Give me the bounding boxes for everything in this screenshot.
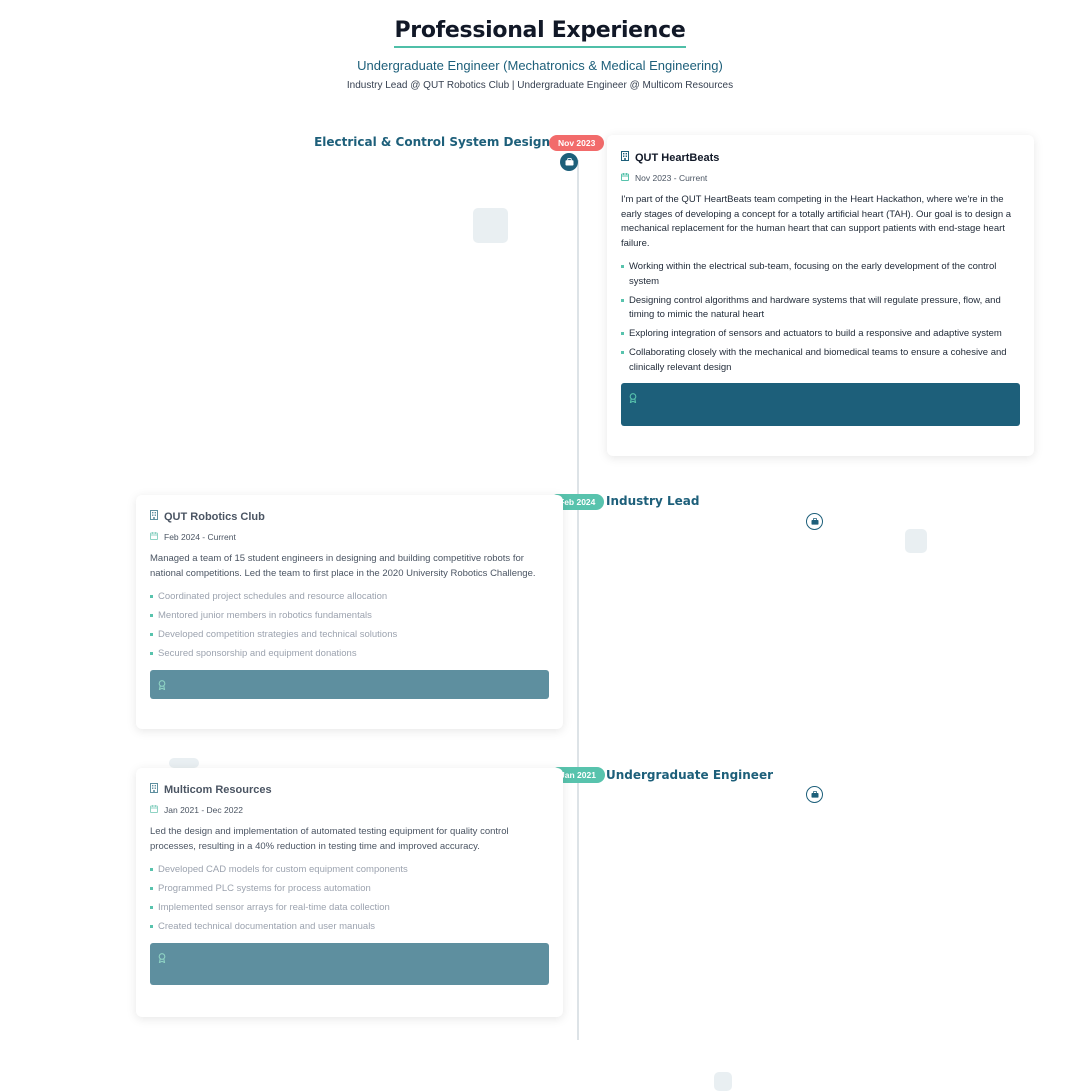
award-icon xyxy=(629,390,637,407)
timeline-date-badge: Nov 2023 xyxy=(549,135,605,151)
page-subtitle: Undergraduate Engineer (Mechatronics & M… xyxy=(357,58,723,73)
list-item: Working within the electrical sub-team, … xyxy=(621,260,1020,289)
timeline-line xyxy=(577,160,579,1040)
decorative-placeholder xyxy=(169,758,199,768)
card-footer xyxy=(150,942,549,985)
card-footer xyxy=(621,383,1020,426)
building-icon xyxy=(150,783,158,796)
card-dates: Jan 2021 - Dec 2022 xyxy=(150,805,549,815)
achievement-list: Coordinated project schedules and resour… xyxy=(150,590,549,662)
timeline-date-badge: Jan 2021 xyxy=(551,767,605,783)
card-description: Managed a team of 15 student engineers i… xyxy=(150,553,536,579)
calendar-icon xyxy=(621,173,629,183)
timeline-role-title: Industry Lead xyxy=(606,494,700,508)
calendar-icon xyxy=(150,805,158,815)
card-company: QUT Robotics Club xyxy=(150,510,549,523)
card-company: Multicom Resources xyxy=(150,783,549,796)
achievement-list: Working within the electrical sub-team, … xyxy=(621,260,1020,375)
award-icon xyxy=(158,677,166,694)
card-description: Led the design and implementation of aut… xyxy=(150,826,509,852)
list-item: Developed CAD models for custom equipmen… xyxy=(150,863,549,878)
briefcase-icon xyxy=(806,786,823,803)
list-item: Implemented sensor arrays for real-time … xyxy=(150,901,549,916)
decorative-placeholder xyxy=(714,1072,732,1091)
decorative-placeholder xyxy=(905,529,927,553)
list-item: Mentored junior members in robotics fund… xyxy=(150,609,549,624)
date-range: Feb 2024 - Current xyxy=(164,532,236,542)
company-name: QUT Robotics Club xyxy=(164,510,265,523)
building-icon xyxy=(150,510,158,523)
company-name: QUT HeartBeats xyxy=(635,151,720,164)
card-footer xyxy=(150,669,549,699)
timeline-date-badge: Feb 2024 xyxy=(550,494,605,510)
date-range: Jan 2021 - Dec 2022 xyxy=(164,805,243,815)
card-dates: Feb 2024 - Current xyxy=(150,532,549,542)
briefcase-icon xyxy=(806,513,823,530)
page-title: Professional Experience xyxy=(394,18,686,48)
section-header: Professional Experience Undergraduate En… xyxy=(0,18,1080,91)
experience-card-qut-heartbeats: QUT HeartBeats Nov 2023 - Current I'm pa… xyxy=(607,135,1034,456)
list-item: Coordinated project schedules and resour… xyxy=(150,590,549,605)
achievement-list: Developed CAD models for custom equipmen… xyxy=(150,863,549,935)
card-company: QUT HeartBeats xyxy=(621,151,1020,164)
decorative-placeholder xyxy=(473,208,508,243)
award-icon xyxy=(158,950,166,967)
timeline-role-title: Undergraduate Engineer xyxy=(606,768,774,782)
experience-card-multicom-resources: Multicom Resources Jan 2021 - Dec 2022 L… xyxy=(136,768,563,1017)
list-item: Collaborating closely with the mechanica… xyxy=(621,346,1020,375)
timeline-role-title: Electrical & Control System Design xyxy=(314,135,550,149)
list-item: Created technical documentation and user… xyxy=(150,920,549,935)
date-range: Nov 2023 - Current xyxy=(635,173,708,183)
roles-summary: Industry Lead @ QUT Robotics Club | Unde… xyxy=(346,80,734,91)
building-icon xyxy=(621,151,629,164)
company-name: Multicom Resources xyxy=(164,783,272,796)
briefcase-icon xyxy=(560,153,578,171)
list-item: Programmed PLC systems for process autom… xyxy=(150,882,549,897)
list-item: Developed competition strategies and tec… xyxy=(150,628,549,643)
list-item: Exploring integration of sensors and act… xyxy=(621,327,1020,342)
experience-card-qut-robotics-club: QUT Robotics Club Feb 2024 - Current Man… xyxy=(136,495,563,729)
card-description: I'm part of the QUT HeartBeats team comp… xyxy=(621,194,1012,249)
list-item: Designing control algorithms and hardwar… xyxy=(621,294,1020,323)
list-item: Secured sponsorship and equipment donati… xyxy=(150,647,549,662)
calendar-icon xyxy=(150,532,158,542)
card-dates: Nov 2023 - Current xyxy=(621,173,1020,183)
